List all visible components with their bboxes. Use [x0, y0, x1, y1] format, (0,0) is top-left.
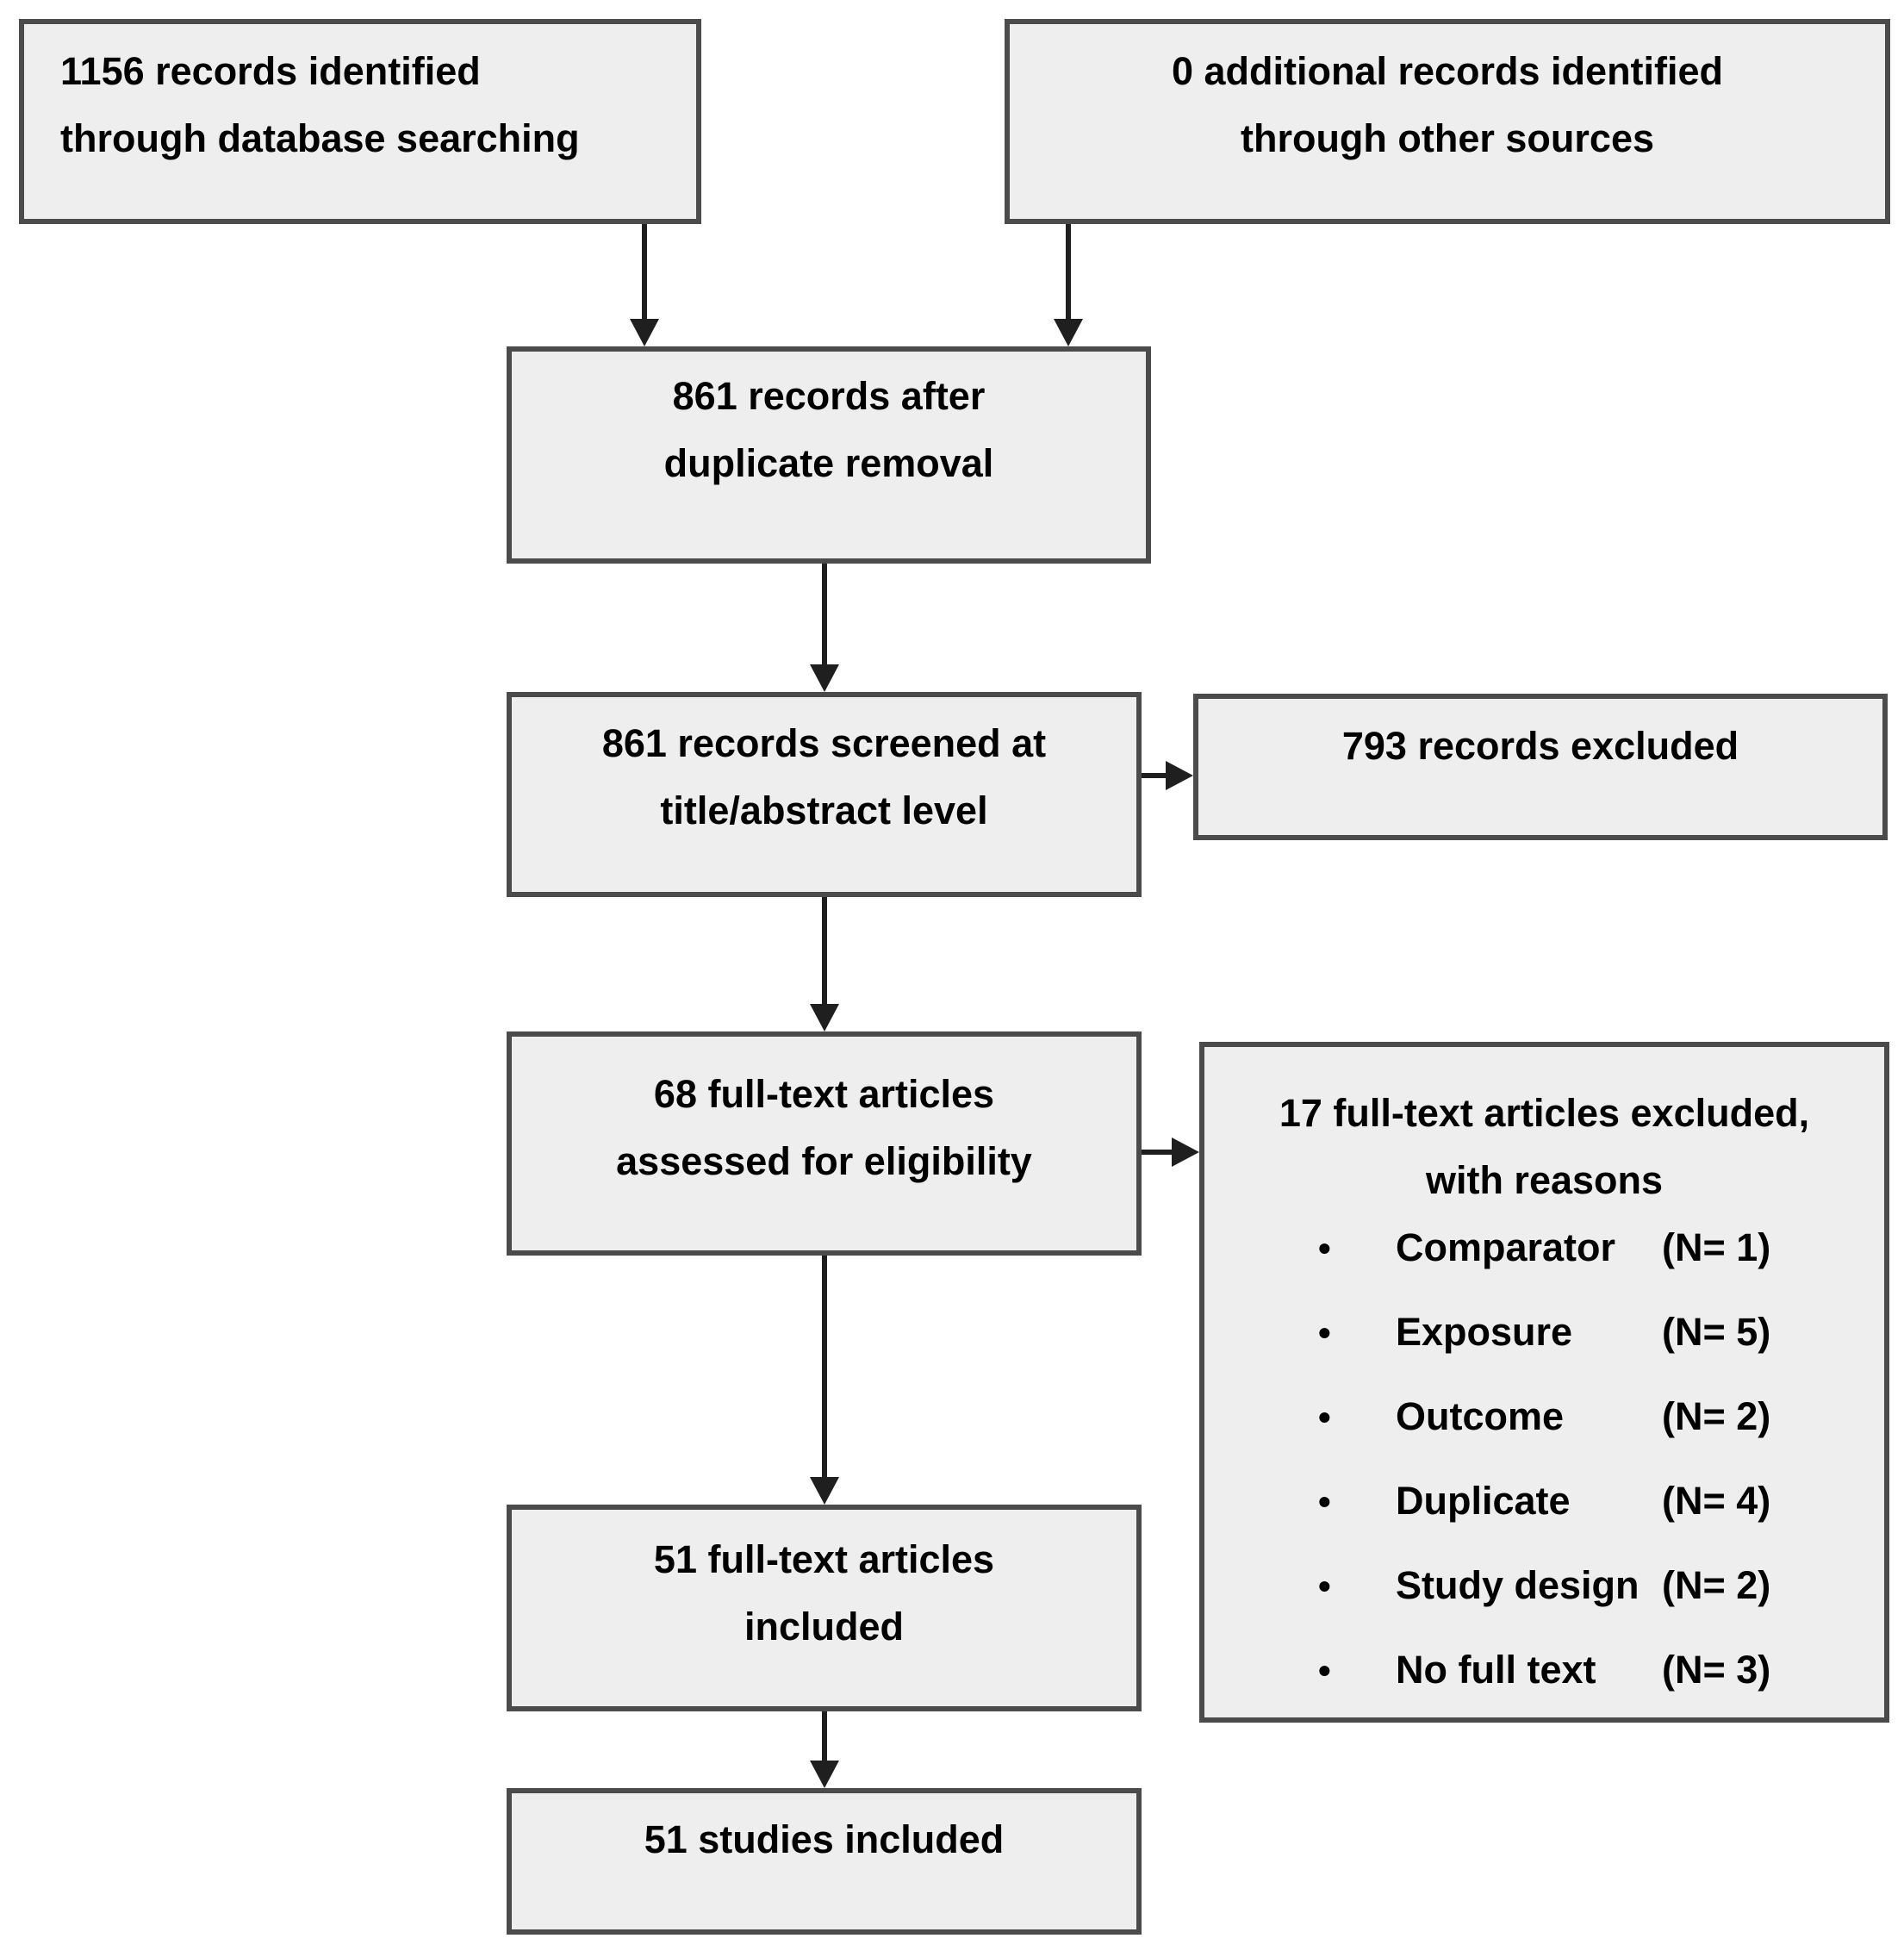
exclusion-reason-no-full-text: • No full text (N= 3): [1204, 1636, 1884, 1704]
exclusion-reason-study-design: • Study design (N= 2): [1204, 1552, 1884, 1619]
box-text-line: 0 additional records identified: [1171, 49, 1724, 93]
reason-count: (N= 2): [1662, 1394, 1771, 1438]
box-text-line: 51 studies included: [644, 1817, 1005, 1861]
reason-count: (N= 2): [1662, 1563, 1771, 1607]
bullet-icon: •: [1318, 1566, 1331, 1606]
box-text-line: 17 full-text articles excluded,: [1279, 1091, 1810, 1135]
box-text-line: through database searching: [60, 116, 580, 160]
exclusion-reason-comparator: • Comparator (N= 1): [1204, 1214, 1884, 1281]
box-text-line: included: [744, 1605, 904, 1648]
box-text-line: 861 records after: [672, 374, 986, 418]
box-text-line: through other sources: [1240, 116, 1655, 160]
box-text-line: 861 records screened at: [601, 721, 1047, 765]
box-records-identified: 1156 records identified through database…: [19, 19, 701, 224]
box-text-line: assessed for eligibility: [616, 1139, 1032, 1183]
reason-count: (N= 4): [1662, 1479, 1771, 1523]
exclusion-reason-duplicate: • Duplicate (N= 4): [1204, 1468, 1884, 1535]
reason-count: (N= 1): [1662, 1225, 1771, 1269]
reason-label: Duplicate: [1396, 1479, 1571, 1523]
box-text-line: 1156 records identified: [60, 49, 481, 93]
bullet-icon: •: [1318, 1650, 1331, 1691]
bullet-icon: •: [1318, 1312, 1331, 1353]
reason-label: Study design: [1396, 1563, 1640, 1607]
box-records-screened: 861 records screened at title/abstract l…: [507, 692, 1142, 897]
reason-label: Comparator: [1396, 1225, 1616, 1269]
reason-label: No full text: [1396, 1648, 1596, 1692]
box-after-duplicate-removal: 861 records after duplicate removal: [507, 346, 1151, 564]
bullet-icon: •: [1318, 1481, 1331, 1522]
exclusion-reason-outcome: • Outcome (N= 2): [1204, 1383, 1884, 1450]
reason-label: Exposure: [1396, 1310, 1573, 1354]
reason-label: Outcome: [1396, 1394, 1565, 1438]
box-text-line: 793 records excluded: [1341, 724, 1739, 768]
box-fulltext-assessed: 68 full-text articles assessed for eligi…: [507, 1031, 1142, 1256]
box-text-line: with reasons: [1425, 1158, 1664, 1202]
bullet-icon: •: [1318, 1397, 1331, 1437]
box-additional-records: 0 additional records identified through …: [1005, 19, 1890, 224]
box-text-line: 68 full-text articles: [653, 1072, 995, 1116]
box-text-line: title/abstract level: [660, 788, 988, 832]
bullet-icon: •: [1318, 1228, 1331, 1268]
exclusion-reasons-list: • Comparator (N= 1) • Exposure (N= 5) • …: [1204, 1214, 1884, 1704]
box-studies-included: 51 studies included: [507, 1788, 1142, 1935]
box-text-line: 51 full-text articles: [653, 1537, 995, 1581]
reason-count: (N= 5): [1662, 1310, 1771, 1354]
box-fulltext-included: 51 full-text articles included: [507, 1505, 1142, 1711]
exclusion-reason-exposure: • Exposure (N= 5): [1204, 1299, 1884, 1366]
box-fulltext-excluded: 17 full-text articles excluded, with rea…: [1199, 1042, 1889, 1723]
reason-count: (N= 3): [1662, 1648, 1771, 1692]
box-records-excluded: 793 records excluded: [1193, 694, 1888, 840]
box-text-line: duplicate removal: [663, 441, 994, 485]
